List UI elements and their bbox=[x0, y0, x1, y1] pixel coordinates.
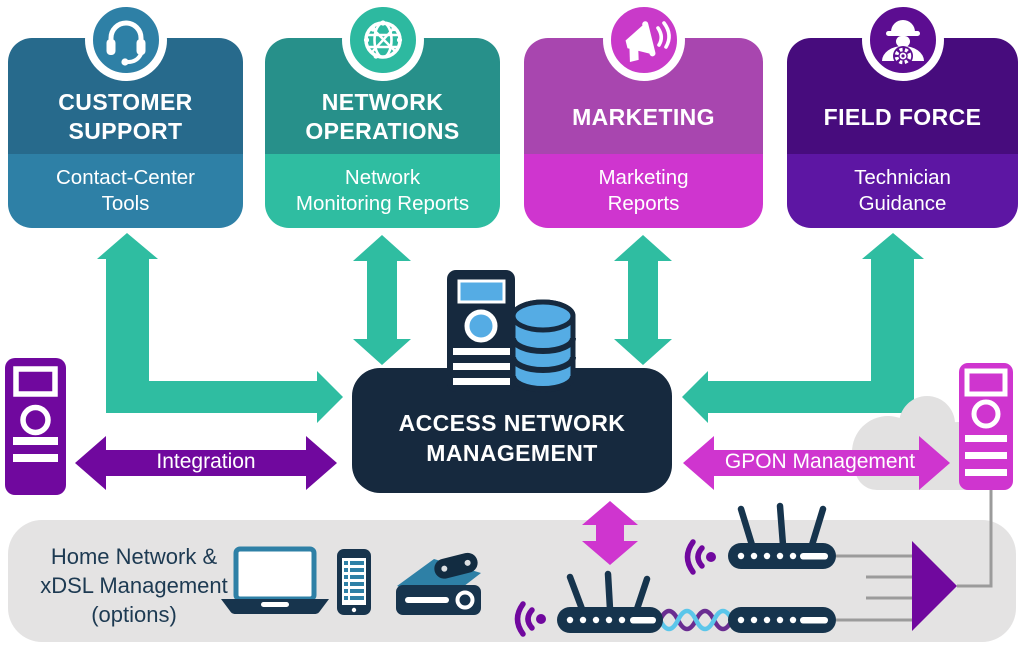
dept-title: NETWORK OPERATIONS bbox=[305, 89, 460, 144]
hardhat-worker-icon bbox=[861, 0, 944, 81]
center-box-title: ACCESS NETWORK MANAGEMENT bbox=[398, 409, 626, 466]
home-panel-label: Home Network & xDSL Management (options) bbox=[40, 544, 228, 627]
arrow-marketing-center bbox=[614, 235, 672, 365]
megaphone-icon bbox=[602, 0, 685, 81]
dept-subtitle: Network Monitoring Reports bbox=[295, 166, 470, 215]
dept-box-customer-support: CUSTOMER SUPPORT Contact-Center Tools bbox=[8, 0, 243, 228]
dept-body: Technician Guidance bbox=[787, 154, 1018, 228]
dept-header: MARKETING bbox=[524, 38, 763, 154]
access-network-management-box: ACCESS NETWORK MANAGEMENT bbox=[352, 368, 672, 493]
arrow-customer-support-center bbox=[97, 233, 343, 423]
dept-body: Network Monitoring Reports bbox=[265, 154, 500, 228]
integration-arrow-label: Integration bbox=[156, 450, 256, 473]
dept-title: FIELD FORCE bbox=[823, 103, 982, 130]
dept-subtitle: Marketing Reports bbox=[598, 166, 689, 215]
home-network-panel: Home Network & xDSL Management (options) bbox=[8, 520, 1016, 642]
cloud-icon bbox=[852, 396, 990, 490]
dept-subtitle: Technician Guidance bbox=[854, 166, 951, 215]
dept-box-marketing: MARKETING Marketing Reports bbox=[524, 0, 763, 228]
dept-title: CUSTOMER SUPPORT bbox=[58, 89, 193, 144]
server-tower-icon-left bbox=[5, 358, 66, 495]
dept-title: MARKETING bbox=[572, 103, 715, 130]
arrow-field-force-center bbox=[682, 233, 924, 423]
arrow-network-operations-center bbox=[353, 235, 411, 365]
dept-header: FIELD FORCE bbox=[787, 38, 1018, 154]
dept-box-network-operations: NETWORK OPERATIONS Network Monitoring Re… bbox=[265, 0, 500, 228]
dept-header: CUSTOMER SUPPORT bbox=[8, 38, 243, 154]
dept-box-field-force: FIELD FORCE Technician Guidance bbox=[787, 0, 1018, 228]
globe-network-icon bbox=[341, 0, 424, 81]
dept-subtitle: Contact-Center Tools bbox=[55, 166, 195, 215]
dept-body: Marketing Reports bbox=[524, 154, 763, 228]
gpon-arrow-label: GPON Management bbox=[724, 450, 916, 473]
headset-icon bbox=[84, 0, 167, 81]
dept-body: Contact-Center Tools bbox=[8, 154, 243, 228]
server-tower-icon-right bbox=[959, 363, 1013, 490]
